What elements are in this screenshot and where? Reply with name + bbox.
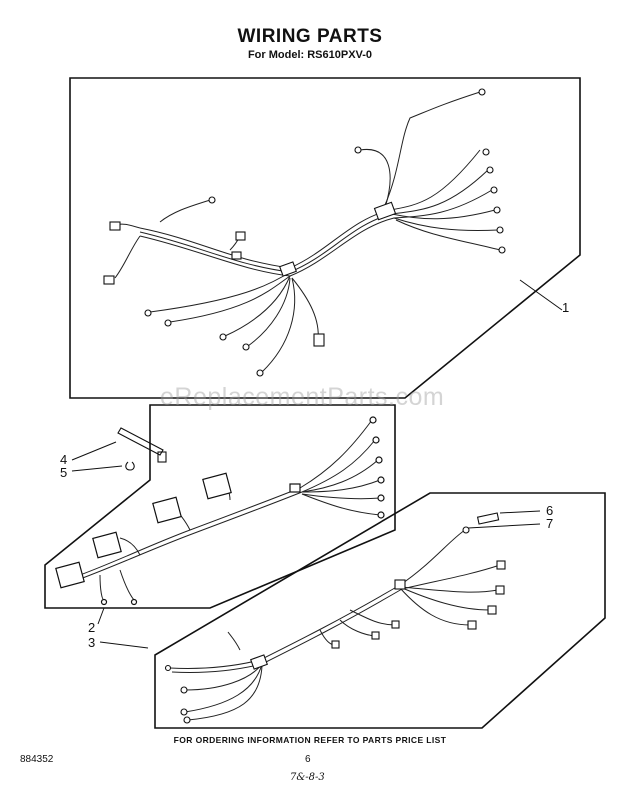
callout-2-leader [97, 607, 105, 625]
harness-1-connectors [103, 88, 506, 377]
watermark-text: eReplacementParts.com [160, 383, 445, 411]
cable-tie-part-4 [117, 427, 167, 463]
callout-1: 1 [562, 300, 570, 315]
callout-2: 2 [88, 620, 96, 635]
callout-3: 3 [88, 635, 96, 650]
diagram-title: WIRING PARTS [237, 26, 383, 47]
handwritten-mark: 7&-8-3 [290, 772, 325, 783]
clip-part-5 [125, 461, 135, 471]
terminal-part-6 [476, 512, 500, 525]
panel-3-outline [154, 492, 606, 729]
harness-2-connectors [55, 416, 385, 606]
callout-7-leader [467, 523, 541, 529]
model-subtitle: For Model: RS610PXV-0 [247, 49, 373, 61]
callout-4: 4 [60, 452, 68, 467]
callout-6-leader [499, 510, 541, 514]
page-number: 6 [305, 754, 311, 765]
callout-4-leader [71, 441, 117, 461]
callout-5-leader [71, 465, 123, 472]
harness-3-connectors [164, 526, 506, 724]
callout-3-leader [99, 641, 149, 649]
callout-5: 5 [60, 465, 68, 480]
callout-6: 6 [546, 503, 554, 518]
callout-7: 7 [546, 516, 554, 531]
panel-2-outline [44, 404, 396, 609]
document-number: 884352 [20, 754, 54, 765]
harness-2 [79, 419, 381, 601]
harness-1 [114, 91, 501, 373]
callout-1-leader [519, 279, 563, 311]
harness-3 [169, 529, 501, 721]
panel-1-outline [69, 77, 581, 399]
ordering-note: FOR ORDERING INFORMATION REFER TO PARTS … [173, 735, 447, 745]
